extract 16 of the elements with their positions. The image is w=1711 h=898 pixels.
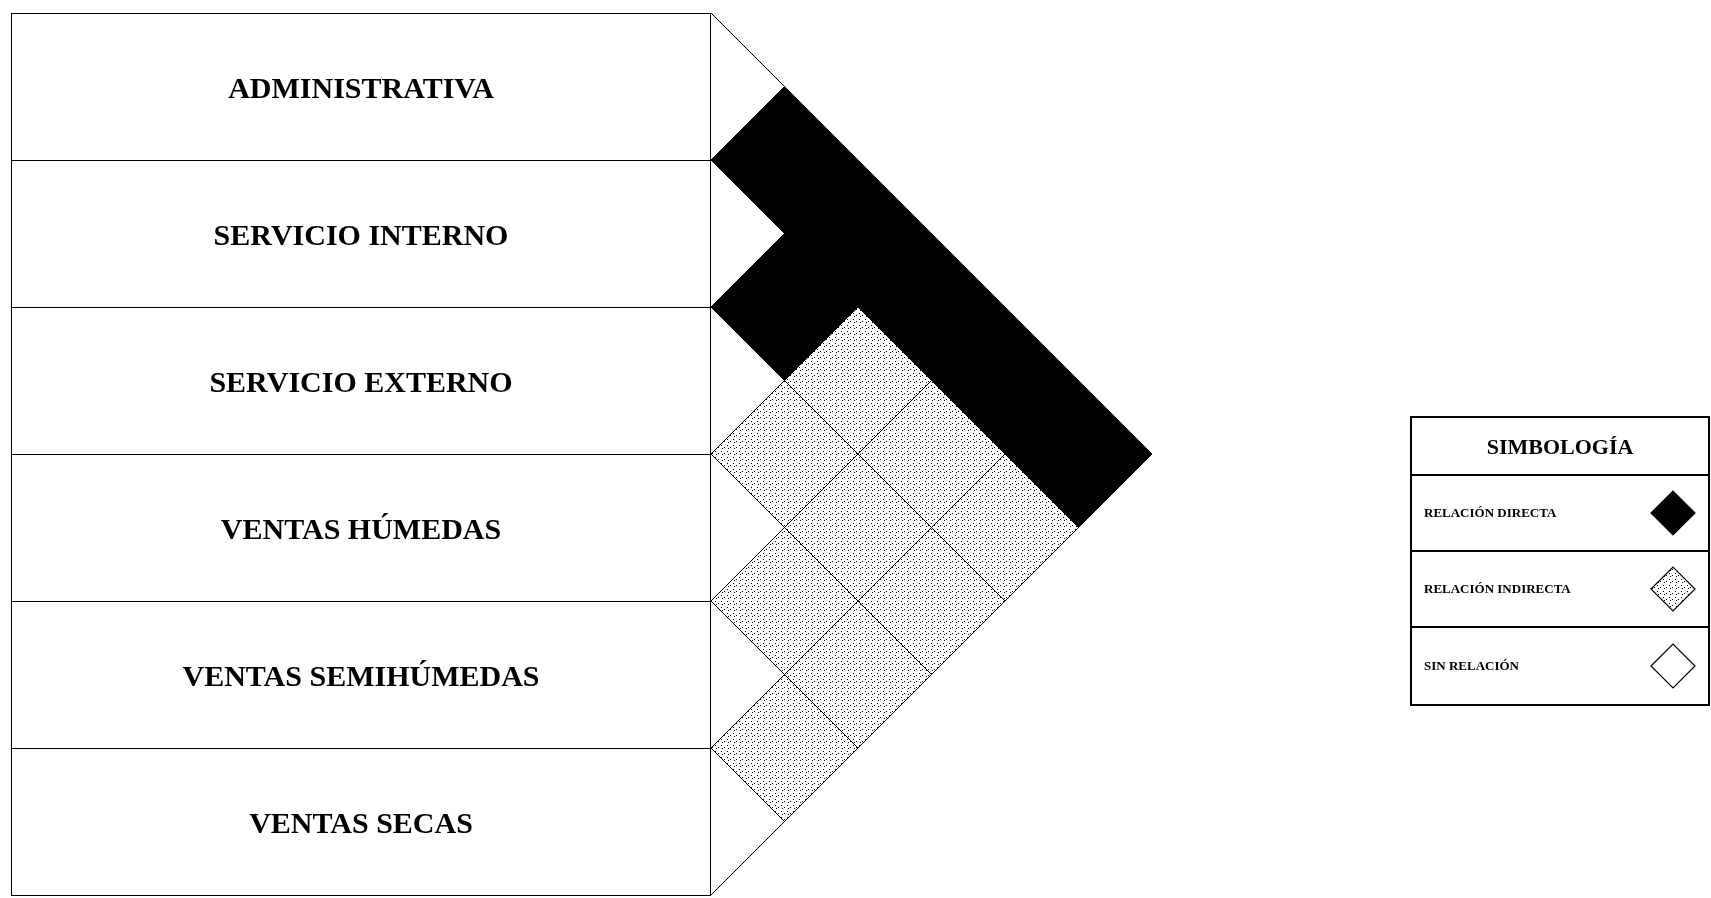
legend-label: RELACIÓN DIRECTA <box>1424 504 1557 523</box>
row-label: SERVICIO INTERNO <box>213 216 509 253</box>
row-box <box>11 454 711 602</box>
legend-title: SIMBOLOGÍA <box>1412 418 1708 476</box>
row-box <box>11 13 711 161</box>
row-label: VENTAS SECAS <box>249 804 473 841</box>
row-box <box>11 307 711 455</box>
row-box <box>11 601 711 749</box>
row-box <box>11 748 711 896</box>
legend-label: RELACIÓN INDIRECTA <box>1424 580 1571 599</box>
legend-label: SIN RELACIÓN <box>1424 657 1519 676</box>
row-label: ADMINISTRATIVA <box>228 69 494 106</box>
row-label: SERVICIO EXTERNO <box>209 363 513 400</box>
row-label: VENTAS SEMIHÚMEDAS <box>182 657 540 694</box>
row-box <box>11 160 711 308</box>
row-label: VENTAS HÚMEDAS <box>220 510 502 547</box>
